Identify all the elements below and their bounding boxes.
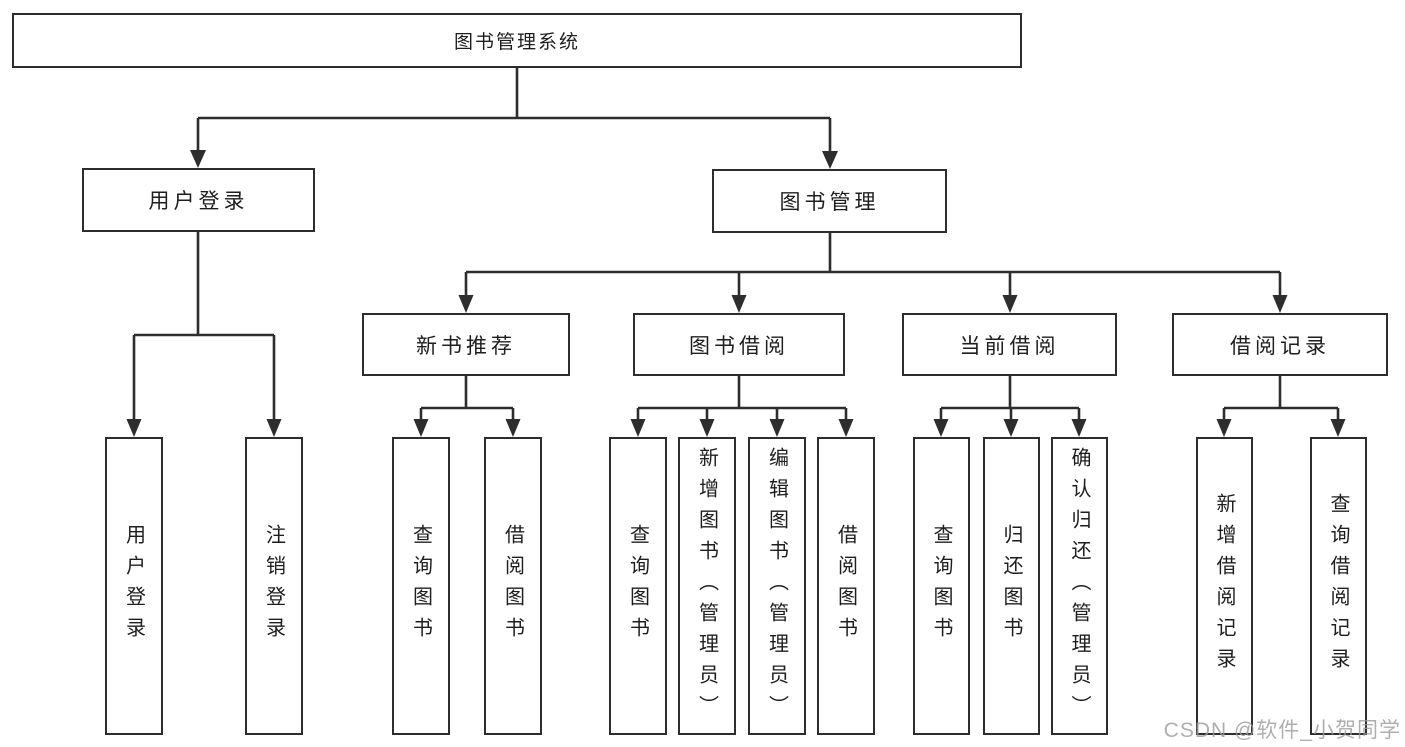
node-root: 图书管理系统: [12, 13, 1022, 68]
node-leaf-user-login: 用户登录: [105, 437, 163, 735]
node-leaf-query-book-3: 查询图书: [913, 437, 970, 735]
node-current-borrow: 当前借阅: [902, 313, 1117, 376]
connector-book-management-children: [458, 233, 1288, 313]
connector-book-borrow-children: [630, 376, 854, 437]
connector-new-book-children: [413, 376, 521, 437]
node-leaf-borrow-book-1: 借阅图书: [484, 437, 542, 735]
node-leaf-query-book-2: 查询图书: [609, 437, 667, 735]
node-leaf-borrow-book-2: 借阅图书: [817, 437, 875, 735]
node-leaf-add-borrow-record: 新增借阅记录: [1196, 437, 1253, 735]
node-book-borrow: 图书借阅: [633, 313, 845, 376]
node-leaf-add-book-admin: 新增图书（管理员）: [678, 437, 736, 735]
node-user-login: 用户登录: [82, 168, 315, 232]
node-leaf-query-borrow-record: 查询借阅记录: [1310, 437, 1367, 735]
node-leaf-return-book: 归还图书: [983, 437, 1040, 735]
node-new-book-recommend: 新书推荐: [362, 313, 570, 376]
connector-borrow-records-children: [1216, 376, 1346, 437]
node-leaf-logout: 注销登录: [245, 437, 303, 735]
node-leaf-query-book-1: 查询图书: [392, 437, 450, 735]
node-borrow-records: 借阅记录: [1172, 313, 1388, 376]
watermark-text: CSDN @软件_小贺同学: [1163, 719, 1401, 742]
connector-user-login-children: [126, 232, 282, 437]
connector-root-to-level2: [190, 68, 838, 169]
node-leaf-edit-book-admin: 编辑图书（管理员）: [748, 437, 806, 735]
connector-current-borrow-children: [933, 376, 1087, 437]
node-leaf-confirm-return-admin: 确认归还（管理员）: [1051, 437, 1108, 735]
node-book-management: 图书管理: [712, 169, 947, 233]
